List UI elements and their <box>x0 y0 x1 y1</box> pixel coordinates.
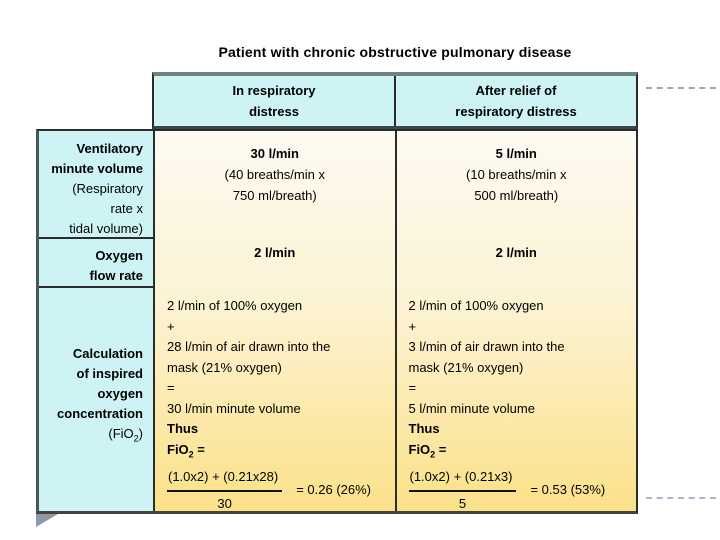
calc-line: 2 l/min of 100% oxygen <box>408 298 544 313</box>
oxygen-flow-value: 2 l/min <box>495 245 537 260</box>
calc-line: = <box>408 380 417 395</box>
column-header-row: In respiratory distress After relief of … <box>152 72 638 129</box>
fio2-calculation-block: 2 l/min of 100% oxygen + 3 l/min of air … <box>408 296 633 515</box>
fraction-denominator: 30 <box>217 496 232 512</box>
column-header-in-distress: In respiratory distress <box>154 76 396 126</box>
row-header-text: (Respiratory <box>72 181 143 196</box>
calc-line: 28 l/min of air drawn into the <box>167 339 331 354</box>
calc-line: + <box>408 318 417 334</box>
row-header-text: rate x <box>110 201 143 216</box>
fraction-numerator: (1.0x2) + (0.21x3) <box>408 467 517 493</box>
ventilatory-detail: (40 breaths/min x <box>224 167 325 182</box>
fio2-fraction: (1.0x2) + (0.21x28) 30 = 0.26 (26%) <box>167 467 391 515</box>
figure-title: Patient with chronic obstructive pulmona… <box>218 44 572 60</box>
calc-line: mask (21% oxygen) <box>408 359 524 375</box>
ventilatory-values: 5 l/min (10 breaths/min x 500 ml/breath) <box>397 143 637 206</box>
ventilatory-detail: (10 breaths/min x <box>466 167 567 182</box>
fio2-calculation-block: 2 l/min of 100% oxygen + 28 l/min of air… <box>167 296 391 515</box>
table-body: Ventilatory minute volume (Respiratory r… <box>36 129 638 514</box>
row-header-fio2-label: (FiO2) <box>108 426 143 444</box>
dashed-connector-top <box>646 87 716 89</box>
thus-label: Thus <box>167 421 199 436</box>
column-header-line: respiratory distress <box>455 104 577 119</box>
fraction-denominator: 5 <box>458 496 467 512</box>
ventilatory-values: 30 l/min (40 breaths/min x 750 ml/breath… <box>155 143 395 206</box>
row-header-text: flow rate <box>89 268 143 283</box>
row-header-text: of inspired <box>76 366 143 381</box>
calc-line: = <box>167 380 175 395</box>
fraction-result: = 0.26 (26%) <box>296 482 371 498</box>
row-header-ventilatory: Ventilatory minute volume (Respiratory r… <box>39 131 153 239</box>
column-header-after-relief: After relief of respiratory distress <box>396 76 636 126</box>
row-header-oxygen-flow: Oxygen flow rate <box>39 239 153 288</box>
ventilatory-detail: 750 ml/breath) <box>232 188 317 203</box>
row-header-text: Oxygen <box>95 248 143 263</box>
column-header-line: distress <box>249 104 299 119</box>
calc-line: 2 l/min of 100% oxygen <box>167 298 303 313</box>
row-header-column: Ventilatory minute volume (Respiratory r… <box>39 131 155 511</box>
ventilatory-value: 30 l/min <box>250 146 299 161</box>
calc-line: 30 l/min minute volume <box>167 400 301 416</box>
fio2-equals-label: FiO2 = <box>408 441 447 460</box>
ventilatory-detail: 500 ml/breath) <box>474 188 559 203</box>
dashed-connector-bottom <box>646 497 716 499</box>
row-header-text: tidal volume) <box>69 221 143 236</box>
fraction-result: = 0.53 (53%) <box>530 482 606 498</box>
fio2-fraction: (1.0x2) + (0.21x3) 5 = 0.53 (53%) <box>408 467 633 515</box>
fraction: (1.0x2) + (0.21x28) 30 <box>167 467 283 515</box>
row-header-fio2-calculation: Calculation of inspired oxygen concentra… <box>39 288 153 511</box>
thus-label: Thus <box>408 421 440 436</box>
oxygen-flow-value: 2 l/min <box>254 245 296 260</box>
fraction: (1.0x2) + (0.21x3) 5 <box>408 467 517 515</box>
data-column-after-relief: 5 l/min (10 breaths/min x 500 ml/breath)… <box>396 131 637 511</box>
data-column-in-distress: 30 l/min (40 breaths/min x 750 ml/breath… <box>155 131 397 511</box>
calc-line: + <box>167 318 175 334</box>
column-header-line: In respiratory <box>232 83 316 98</box>
column-header-line: After relief of <box>475 83 557 98</box>
fio2-equals-label: FiO2 = <box>167 441 205 460</box>
calc-line: 3 l/min of air drawn into the <box>408 339 565 354</box>
calc-line: mask (21% oxygen) <box>167 359 282 375</box>
row-header-text: concentration <box>57 406 143 421</box>
row-header-text: Calculation <box>72 346 143 361</box>
calc-line: 5 l/min minute volume <box>408 400 535 416</box>
fraction-numerator: (1.0x2) + (0.21x28) <box>167 467 283 493</box>
row-header-text: minute volume <box>51 161 143 176</box>
ventilatory-value: 5 l/min <box>495 146 537 161</box>
row-header-text: Ventilatory <box>76 141 143 156</box>
row-header-text: oxygen <box>97 386 143 401</box>
corner-shadow-triangle <box>36 514 58 527</box>
